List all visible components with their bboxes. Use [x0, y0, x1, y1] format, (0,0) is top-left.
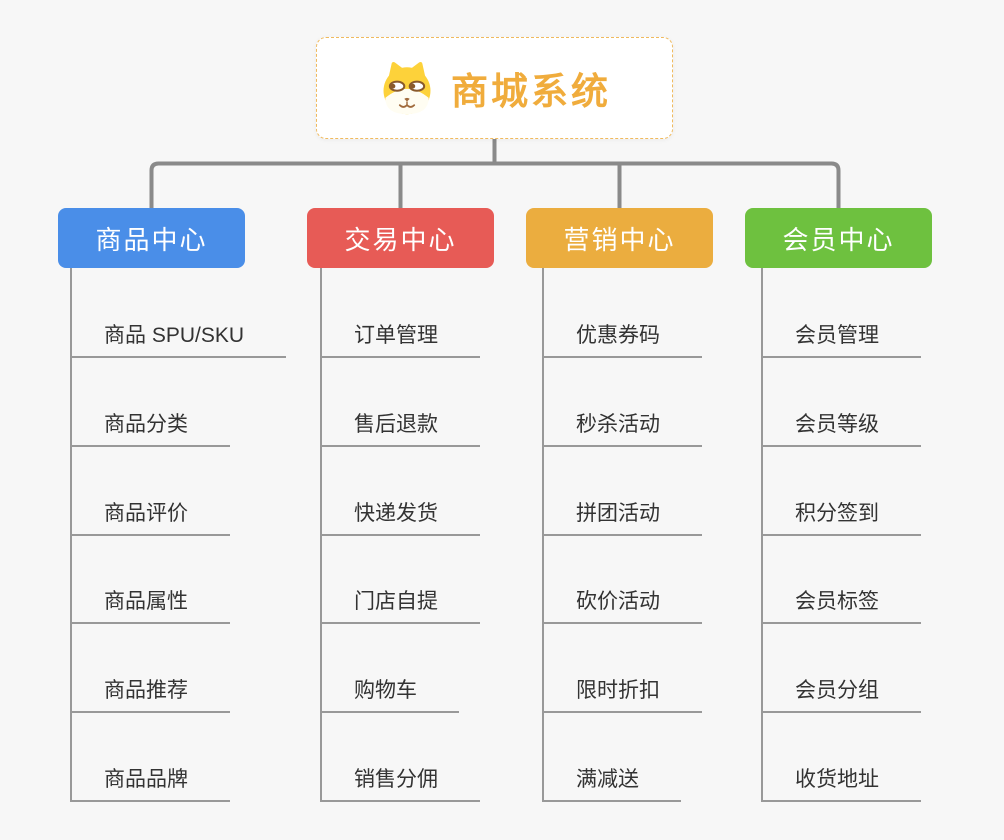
branch-label: 商品中心 [95, 224, 208, 255]
leaf-label: 收货地址 [795, 768, 879, 791]
leaf-node[interactable]: 商品属性 [70, 590, 230, 625]
leaf-label: 秒杀活动 [576, 412, 660, 436]
leaf-node[interactable]: 限时折扣 [542, 679, 702, 714]
branch-label: 会员中心 [782, 224, 895, 255]
branch-label: 交易中心 [344, 224, 457, 255]
leaf-node[interactable]: 会员标签 [761, 590, 921, 625]
leaf-node[interactable]: 收货地址 [761, 769, 921, 802]
leaf-label: 满减送 [576, 768, 639, 791]
leaf-node[interactable]: 积分签到 [761, 503, 921, 536]
leaf-label: 优惠券码 [576, 324, 660, 347]
leaf-node[interactable]: 商品 SPU/SKU [70, 324, 287, 358]
leaf-label: 积分签到 [795, 501, 879, 525]
leaf-node[interactable]: 砍价活动 [542, 590, 702, 625]
root-node[interactable]: 商城系统 [316, 37, 673, 139]
leaf-label: 商品属性 [104, 590, 188, 614]
leaf-node[interactable]: 会员管理 [761, 325, 921, 358]
branch-node[interactable]: 交易中心 [307, 208, 494, 268]
leaf-label: 销售分佣 [354, 768, 438, 791]
leaf-label: 商品 SPU/SKU [104, 324, 245, 347]
leaf-node[interactable]: 销售分佣 [320, 769, 480, 802]
leaf-node[interactable]: 商品品牌 [70, 769, 230, 802]
leaf-node[interactable]: 会员分组 [761, 679, 921, 714]
leaf-label: 售后退款 [354, 412, 438, 436]
leaf-label: 购物车 [354, 679, 417, 703]
leaf-label: 商品品牌 [104, 768, 188, 791]
leaf-label: 砍价活动 [576, 590, 660, 614]
leaf-node[interactable]: 售后退款 [320, 414, 480, 447]
leaf-label: 门店自提 [354, 590, 438, 614]
root-title: 商城系统 [451, 71, 611, 112]
leaf-node[interactable]: 会员等级 [761, 414, 921, 447]
leaf-label: 商品评价 [104, 501, 188, 525]
leaf-label: 会员标签 [795, 590, 879, 614]
dog-face-icon [383, 61, 431, 115]
leaf-node[interactable]: 满减送 [542, 769, 681, 802]
leaf-label: 会员管理 [795, 324, 879, 347]
branch-node[interactable]: 会员中心 [745, 208, 932, 268]
branch-label: 营销中心 [563, 224, 676, 255]
leaf-node[interactable]: 秒杀活动 [542, 414, 702, 447]
leaf-label: 会员等级 [795, 412, 879, 436]
leaf-label: 会员分组 [795, 679, 879, 703]
leaf-node[interactable]: 拼团活动 [542, 503, 702, 536]
branch-node[interactable]: 商品中心 [58, 208, 245, 268]
leaf-node[interactable]: 商品分类 [70, 414, 230, 447]
leaf-node[interactable]: 快递发货 [320, 503, 480, 536]
leaf-label: 商品分类 [104, 412, 188, 436]
leaf-label: 订单管理 [354, 324, 438, 347]
leaf-label: 快递发货 [354, 501, 438, 525]
leaf-label: 限时折扣 [576, 679, 660, 703]
leaf-node[interactable]: 优惠券码 [542, 325, 702, 358]
leaf-node[interactable]: 门店自提 [320, 590, 480, 625]
leaf-label: 拼团活动 [576, 501, 660, 525]
leaf-label: 商品推荐 [104, 679, 188, 703]
branch-node[interactable]: 营销中心 [526, 208, 713, 268]
leaf-node[interactable]: 商品推荐 [70, 679, 230, 714]
leaf-node[interactable]: 订单管理 [320, 325, 480, 358]
leaf-node[interactable]: 购物车 [320, 679, 459, 714]
leaf-node[interactable]: 商品评价 [70, 503, 230, 536]
